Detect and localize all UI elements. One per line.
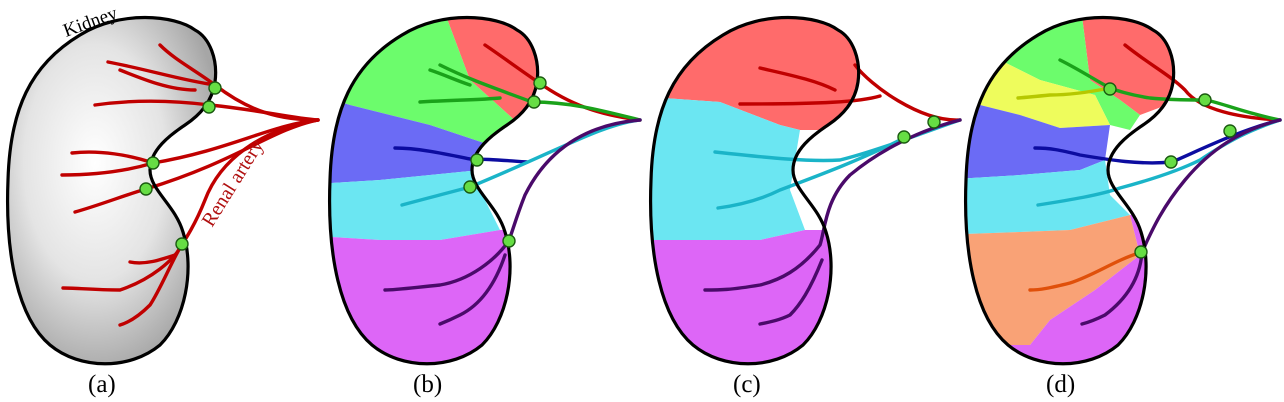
branch-points: [463, 76, 547, 248]
branch-points: [139, 81, 222, 251]
panel-label-b: (b): [413, 371, 442, 398]
branch-node: [897, 130, 911, 144]
branch-points: [897, 115, 941, 144]
segment-cyan: [650, 95, 805, 240]
branch-node: [470, 153, 484, 167]
branch-node: [463, 180, 477, 194]
branch-node: [175, 237, 189, 251]
panel-a: Kidney Renal artery (a): [5, 3, 320, 398]
segment-cyan: [965, 160, 1130, 235]
branch-node: [527, 95, 541, 109]
branch-node: [1164, 155, 1178, 169]
panel-label-c: (c): [733, 371, 761, 398]
panel-d: (d): [963, 15, 1282, 398]
segment-vessels: [383, 43, 642, 326]
panel-label-d: (d): [1046, 371, 1075, 398]
branch-node: [1134, 245, 1148, 259]
segment-orange: [965, 215, 1140, 345]
branch-node: [1223, 124, 1237, 138]
branch-points: [1103, 82, 1237, 259]
panel-b: (b): [327, 15, 642, 398]
branch-node: [1198, 93, 1212, 107]
segment-blue: [965, 95, 1110, 180]
branch-node: [202, 100, 216, 114]
branch-node: [146, 156, 160, 170]
branch-node: [208, 81, 222, 95]
branch-node: [139, 182, 153, 196]
branch-node: [1103, 82, 1117, 96]
branch-node: [927, 115, 941, 129]
panel-c: (c): [648, 15, 962, 398]
panel-label-a: (a): [88, 371, 116, 398]
branch-node: [533, 76, 547, 90]
branch-node: [502, 234, 516, 248]
segment-cyan: [329, 170, 500, 240]
segment-blue: [329, 90, 490, 185]
